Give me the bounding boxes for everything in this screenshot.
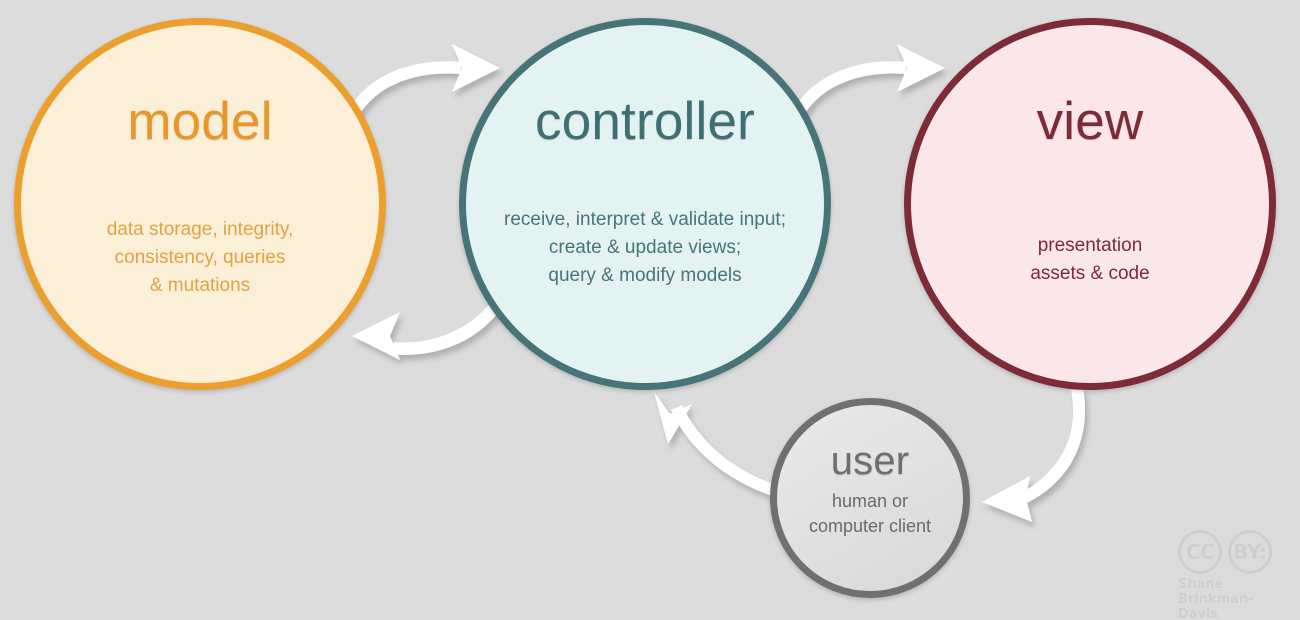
author-name-line1: Shane (1178, 577, 1224, 592)
arrow-model-to-controller (348, 44, 500, 117)
node-user[interactable]: user human or computer client (770, 398, 970, 598)
node-view[interactable]: view presentation assets & code (904, 18, 1276, 390)
node-user-title: user (830, 439, 910, 483)
creative-commons-badge[interactable]: CC BY: Shane Brinkman-Davis (1178, 530, 1290, 620)
cc-marks: CC BY: (1178, 530, 1290, 574)
node-controller-title: controller (535, 92, 755, 151)
arrow-controller-to-model (352, 303, 500, 360)
author-attribution: Shane Brinkman-Davis (1178, 577, 1290, 620)
node-controller[interactable]: controller receive, interpret & validate… (459, 18, 831, 390)
attribution-by-icon: BY: (1228, 530, 1272, 574)
node-model-description: data storage, integrity, consistency, qu… (106, 219, 294, 296)
arrow-controller-to-view (793, 44, 945, 117)
creative-commons-icon: CC (1178, 530, 1222, 574)
node-model-title: model (127, 92, 273, 151)
node-model[interactable]: model data storage, integrity, consisten… (14, 18, 386, 390)
node-user-description: human or computer client (808, 491, 932, 536)
node-view-description: presentation assets & code (1030, 235, 1150, 284)
node-view-title: view (1036, 92, 1144, 151)
node-controller-description: receive, interpret & validate input; cre… (504, 209, 786, 286)
author-name-line2: Brinkman-Davis (1178, 592, 1254, 620)
arrow-user-to-controller (654, 392, 779, 497)
arrow-view-to-user (982, 388, 1085, 522)
